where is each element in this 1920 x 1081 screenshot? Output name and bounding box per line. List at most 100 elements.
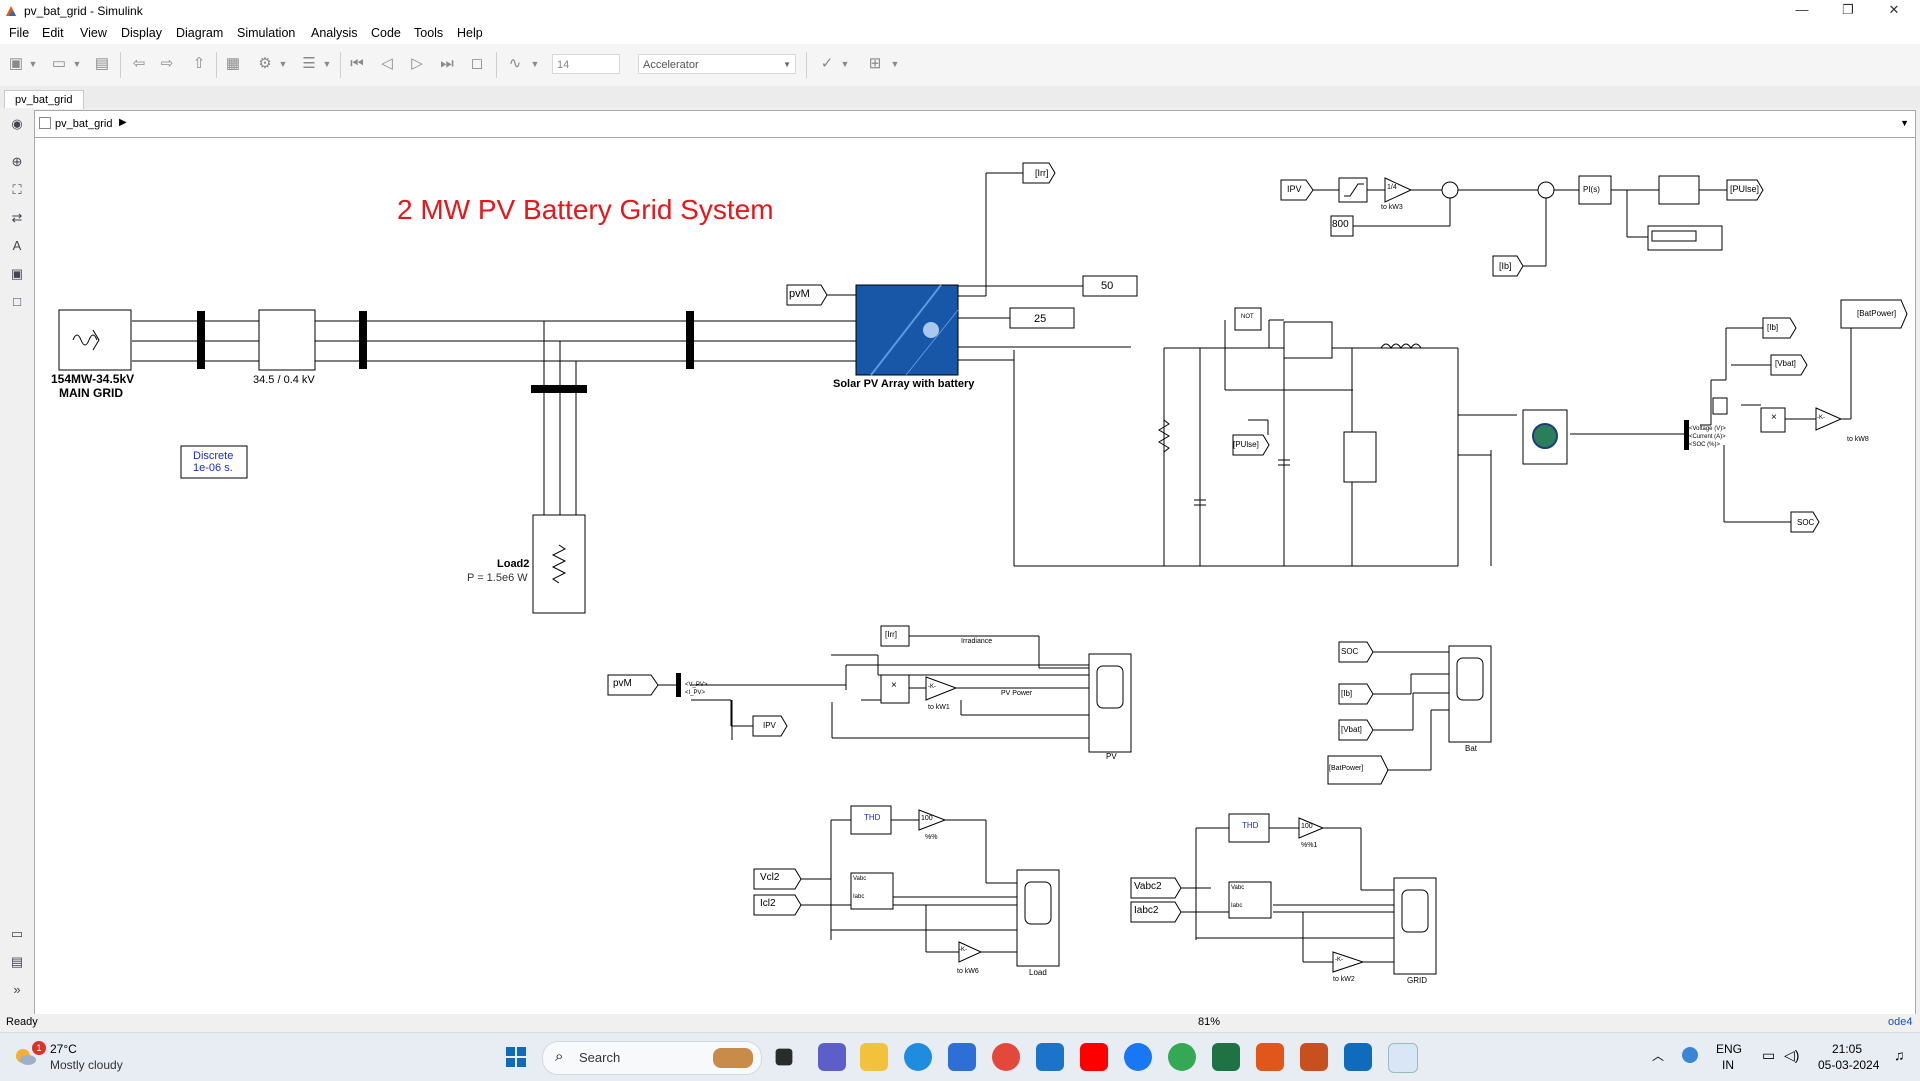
menu-simulation[interactable]: Simulation	[237, 26, 295, 40]
sum-block[interactable]	[1442, 182, 1458, 198]
scope-grid[interactable]	[1394, 878, 1436, 974]
tab-pv-bat-grid[interactable]: pv_bat_grid	[4, 90, 84, 109]
screenshot-icon[interactable]: ▭	[9, 926, 25, 942]
minimize-button[interactable]: —	[1780, 0, 1824, 22]
bus-selector[interactable]	[676, 673, 681, 697]
gear-icon[interactable]: ⚙	[254, 54, 276, 74]
facebook-icon[interactable]	[1124, 1043, 1152, 1071]
weather-temp[interactable]: 27°C	[50, 1042, 77, 1056]
transformer-block[interactable]	[259, 310, 315, 370]
network-drive-icon[interactable]	[1682, 1047, 1698, 1063]
scope-pv[interactable]	[1089, 654, 1131, 752]
chevron-down-icon[interactable]: ▼	[890, 54, 900, 74]
chevron-down-icon[interactable]: ▼	[72, 54, 82, 74]
expand-icon[interactable]: »	[9, 982, 25, 998]
language-code[interactable]: ENG	[1716, 1042, 1742, 1056]
pwm-block[interactable]	[1659, 176, 1699, 204]
run-icon[interactable]: ▷	[406, 54, 428, 74]
maximize-button[interactable]: ❐	[1826, 0, 1870, 22]
menu-tools[interactable]: Tools	[414, 26, 443, 40]
chevron-down-icon[interactable]: ▼	[840, 54, 850, 74]
open-folder-icon[interactable]: ▭	[48, 54, 70, 74]
mail-icon[interactable]	[1036, 1043, 1064, 1071]
forward-arrow-icon[interactable]: ⇨	[156, 54, 178, 74]
save-icon[interactable]: ▤	[92, 54, 112, 74]
simulation-mode-select[interactable]: Accelerator ▼	[638, 54, 796, 74]
main-grid-source[interactable]	[59, 310, 131, 370]
arrow-direction-icon[interactable]: ⇄	[9, 210, 25, 226]
property-inspector-icon[interactable]: ▤	[9, 954, 25, 970]
rewind-icon[interactable]: ◁	[376, 54, 398, 74]
clock-time[interactable]: 21:05	[1832, 1042, 1862, 1056]
breadcrumb-arrow-icon[interactable]: ▶	[119, 117, 127, 128]
fit-to-view-icon[interactable]: ⛶	[9, 182, 25, 198]
menu-view[interactable]: View	[80, 26, 107, 40]
annotation-icon[interactable]: A	[9, 238, 25, 254]
model-explorer-icon[interactable]: ☰	[298, 54, 320, 74]
sum-block[interactable]	[1538, 182, 1554, 198]
outlook-icon[interactable]	[1344, 1043, 1372, 1071]
matlab-icon[interactable]	[1256, 1043, 1284, 1071]
zoom-icon[interactable]: ⊕	[9, 154, 25, 170]
step-forward-icon[interactable]: ⏭	[436, 54, 458, 74]
matlab-second-icon[interactable]	[1300, 1043, 1328, 1071]
chevron-down-icon[interactable]: ▼	[1900, 118, 1909, 128]
model-advisor-icon[interactable]: ✓	[816, 54, 838, 74]
subtract-block[interactable]	[1713, 398, 1727, 414]
notification-bell-icon[interactable]: ♫	[1894, 1047, 1905, 1063]
new-model-icon[interactable]: ▣	[6, 54, 26, 74]
close-button[interactable]: ✕	[1872, 0, 1916, 22]
language-region[interactable]: IN	[1722, 1058, 1734, 1072]
menu-file[interactable]: File	[9, 26, 29, 40]
igbt-bottom[interactable]	[1344, 432, 1376, 482]
hide-browser-icon[interactable]: ◉	[9, 116, 25, 132]
excel-icon[interactable]	[1212, 1043, 1240, 1071]
stop-icon[interactable]: ◻	[466, 54, 488, 74]
teams-icon[interactable]	[818, 1043, 846, 1071]
menu-analysis[interactable]: Analysis	[311, 26, 358, 40]
model-canvas[interactable]: 2 MW PV Battery Grid System 154MW-34.5kV…	[34, 138, 1916, 1014]
up-arrow-icon[interactable]: ⇧	[188, 54, 210, 74]
chevron-down-icon[interactable]: ▼	[530, 54, 540, 74]
solver-step[interactable]: 1e-06 s.	[193, 462, 233, 474]
data-inspector-icon[interactable]: ∿	[504, 54, 526, 74]
clock-date[interactable]: 05-03-2024	[1818, 1058, 1879, 1072]
menu-display[interactable]: Display	[121, 26, 162, 40]
stop-time-input[interactable]: 14	[552, 54, 620, 74]
step-back-icon[interactable]: ⏮	[346, 54, 368, 74]
taskbar-search-box[interactable]: ⌕ Search	[542, 1041, 762, 1075]
bus-bar[interactable]	[531, 385, 587, 393]
bus-bar[interactable]	[359, 311, 367, 369]
store-icon[interactable]	[948, 1043, 976, 1071]
solver-type[interactable]: Discrete	[193, 450, 233, 462]
weather-condition[interactable]: Mostly cloudy	[50, 1058, 123, 1072]
simulink-taskbar-icon[interactable]	[1388, 1043, 1418, 1073]
file-explorer-icon[interactable]	[860, 1043, 888, 1071]
chrome-profile-icon[interactable]	[1168, 1043, 1196, 1071]
bus-bar[interactable]	[686, 311, 694, 369]
area-icon[interactable]: □	[9, 294, 25, 310]
back-arrow-icon[interactable]: ⇦	[128, 54, 150, 74]
chevron-down-icon[interactable]: ▼	[322, 54, 332, 74]
build-grid-icon[interactable]: ⊞	[864, 54, 886, 74]
display-icon[interactable]: ▭	[1762, 1047, 1775, 1064]
chevron-down-icon[interactable]: ▼	[278, 54, 288, 74]
menu-diagram[interactable]: Diagram	[176, 26, 223, 40]
task-view-icon[interactable]	[776, 1049, 793, 1066]
chevron-down-icon[interactable]: ▼	[28, 54, 38, 74]
solver-name[interactable]: ode4	[1888, 1016, 1912, 1028]
edge-icon[interactable]	[904, 1043, 932, 1071]
breadcrumb-item-model[interactable]: pv_bat_grid	[55, 118, 113, 130]
youtube-icon[interactable]	[1080, 1043, 1108, 1071]
chrome-icon[interactable]	[992, 1043, 1020, 1071]
windows-start-icon[interactable]	[505, 1046, 527, 1068]
menu-edit[interactable]: Edit	[42, 26, 64, 40]
chevron-up-icon[interactable]: ︿	[1652, 1047, 1664, 1064]
library-browser-icon[interactable]: ▦	[222, 54, 244, 74]
saturation-block[interactable]	[1339, 178, 1367, 202]
menu-code[interactable]: Code	[371, 26, 401, 40]
speaker-icon[interactable]: ◁)	[1784, 1047, 1799, 1064]
bus-bar[interactable]	[197, 311, 205, 369]
scope-bat[interactable]	[1449, 646, 1491, 742]
scope-load[interactable]	[1017, 870, 1059, 966]
